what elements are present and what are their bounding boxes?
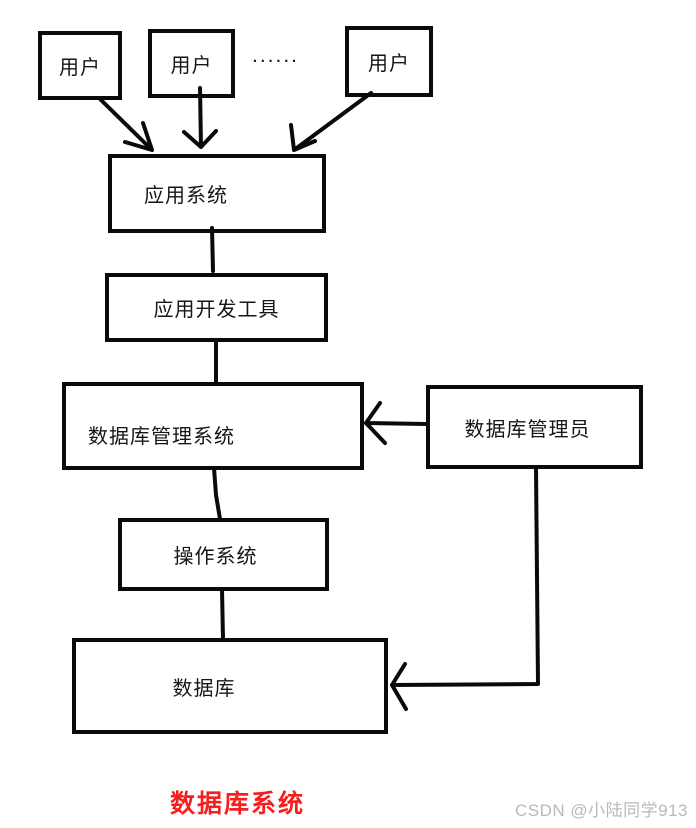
node-user-1-label: 用户 <box>59 57 101 79</box>
node-dba: 数据库管理员 <box>426 385 643 469</box>
node-dbms-label: 数据库管理系统 <box>88 425 235 448</box>
line-dbms-to-os <box>212 466 222 521</box>
users-ellipsis: ...... <box>252 44 300 67</box>
node-application-dev-tools-label: 应用开发工具 <box>153 299 280 321</box>
arrow-user1-to-appsystem <box>97 96 154 152</box>
node-application-dev-tools: 应用开发工具 <box>105 273 328 342</box>
node-dba-label: 数据库管理员 <box>464 418 591 441</box>
csdn-watermark: CSDN @小陆同学913 <box>514 801 688 820</box>
node-user-2: 用户 <box>148 29 235 98</box>
line-os-to-database <box>220 587 225 641</box>
node-application-system-label: 应用系统 <box>144 185 228 207</box>
arrow-user3-to-appsystem <box>289 91 373 152</box>
node-user-2-label: 用户 <box>170 55 213 77</box>
line-appsystem-to-appdev <box>210 226 215 273</box>
node-dbms: 数据库管理系统 <box>62 382 364 470</box>
node-user-3: 用户 <box>345 26 433 97</box>
arrow-dba-to-database <box>390 465 540 711</box>
node-database: 数据库 <box>72 638 388 734</box>
arrow-dba-to-dbms <box>364 401 428 445</box>
node-user-1: 用户 <box>38 31 122 100</box>
node-database-label: 数据库 <box>172 677 236 700</box>
node-operating-system-label: 操作系统 <box>173 546 258 568</box>
node-application-system: 应用系统 <box>108 154 326 233</box>
node-user-3-label: 用户 <box>368 53 410 75</box>
node-operating-system: 操作系统 <box>118 518 329 591</box>
diagram-caption: 数据库系统 <box>170 790 306 818</box>
